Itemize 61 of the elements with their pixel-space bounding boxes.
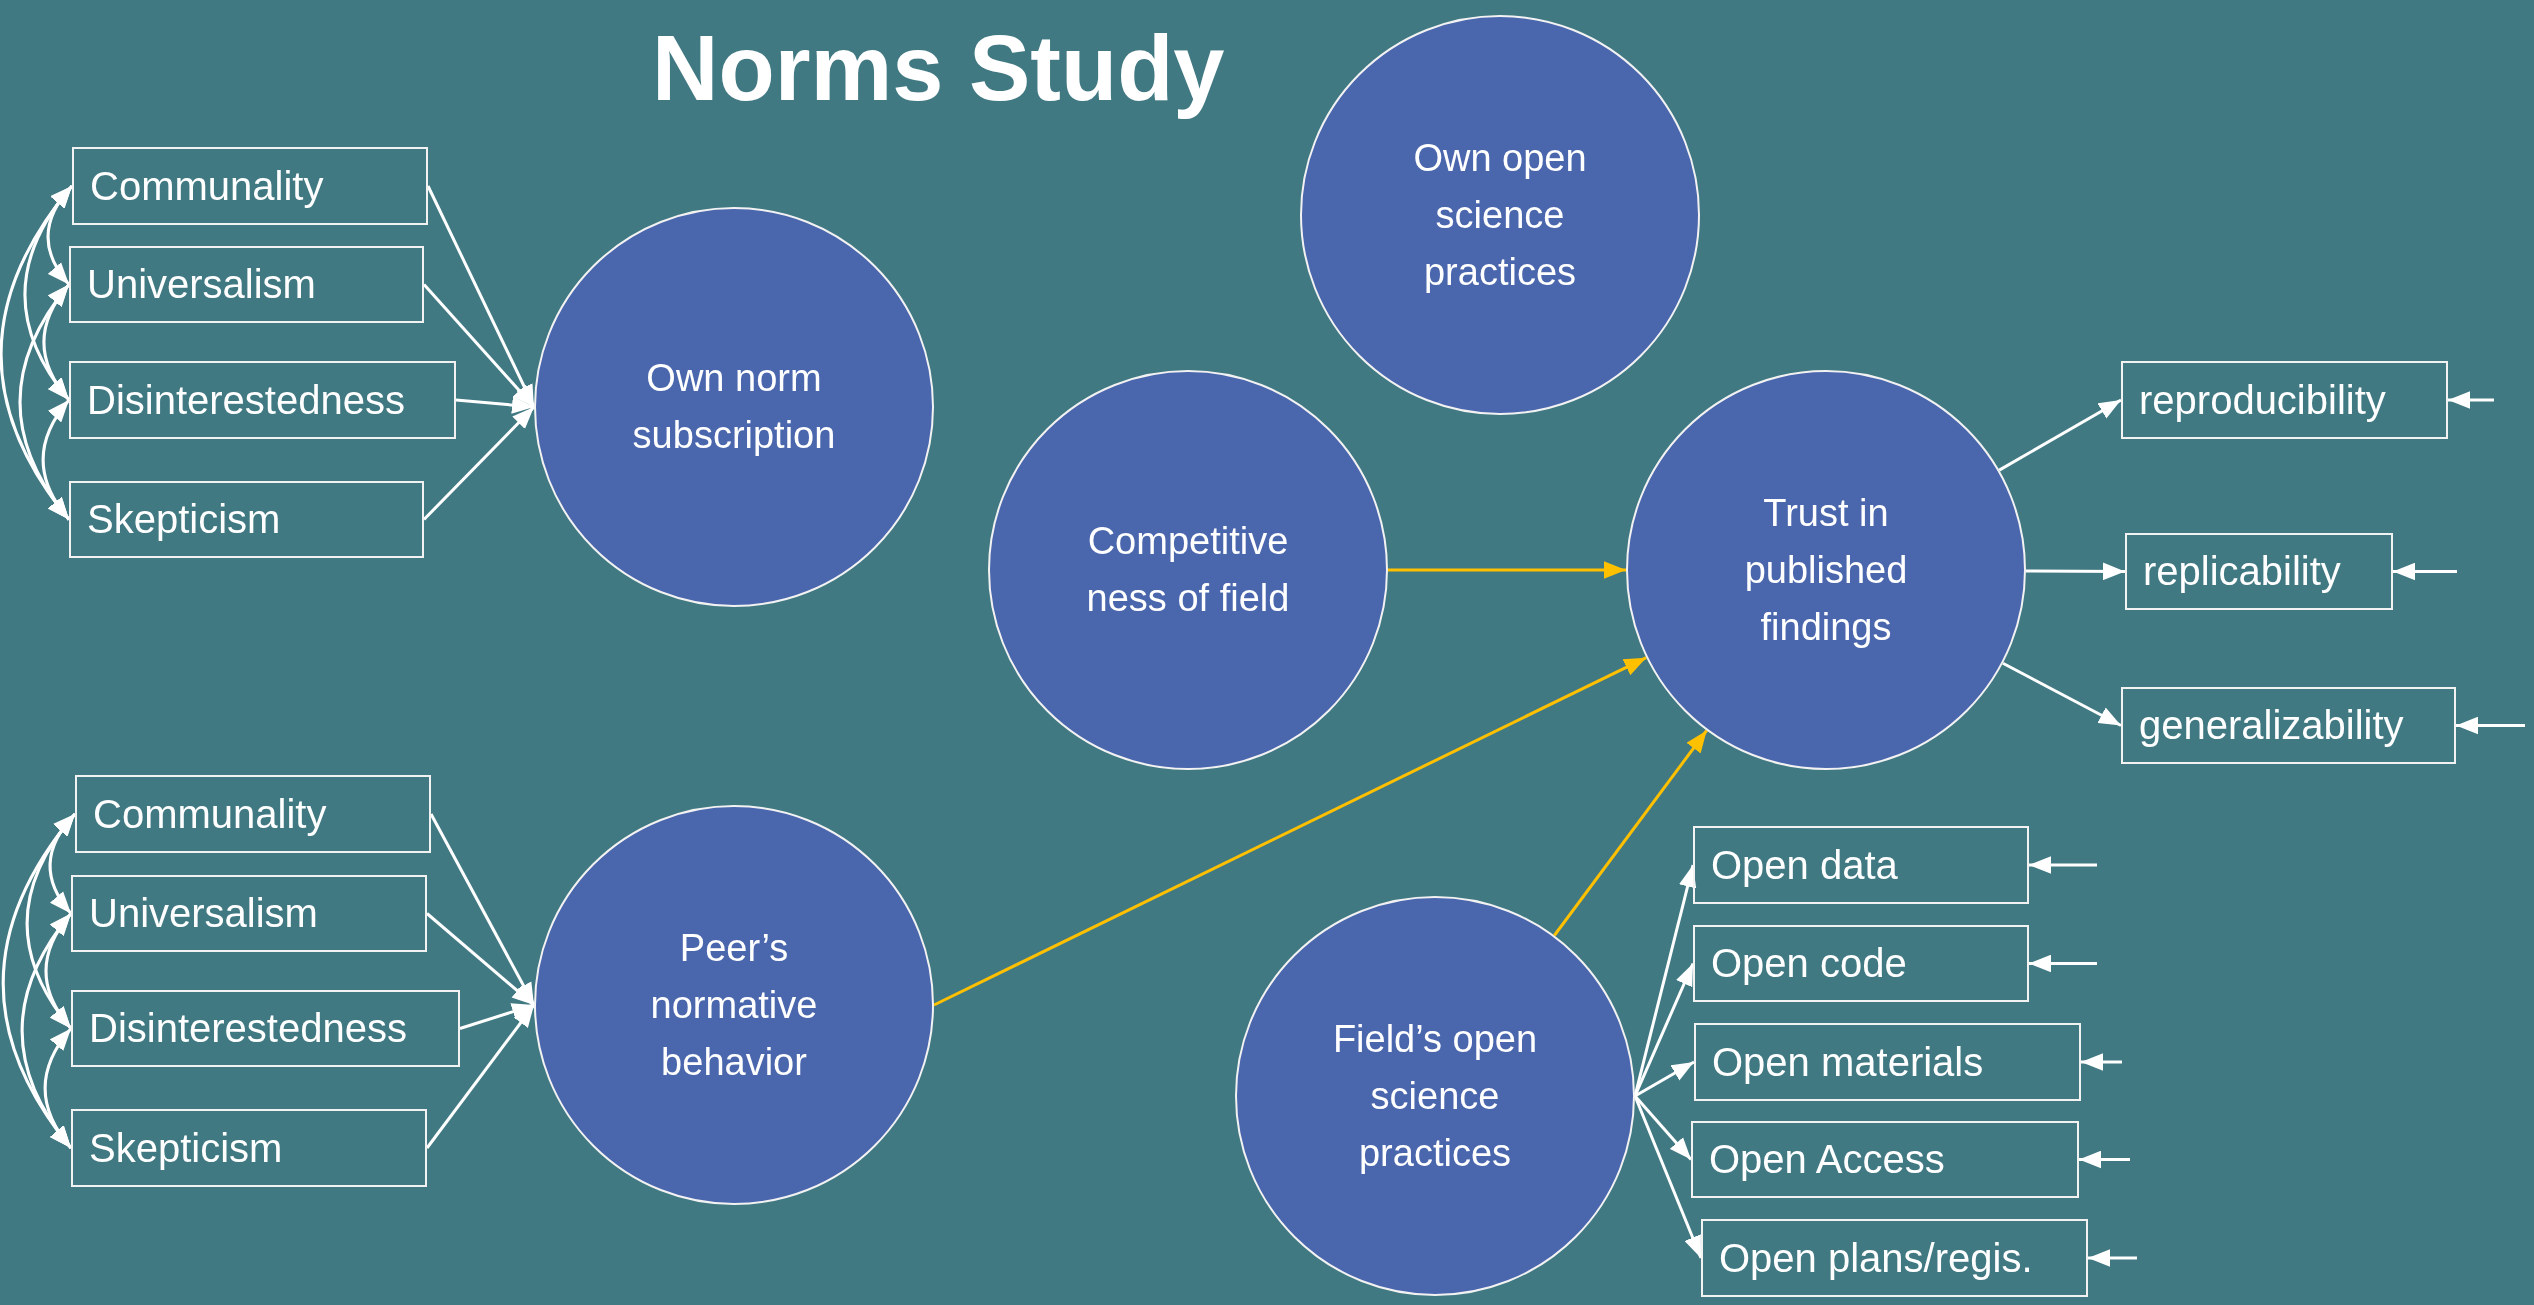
arrow bbox=[426, 912, 535, 1007]
indicator-box bbox=[2121, 361, 2448, 439]
free-arrow bbox=[2456, 716, 2525, 735]
indicator-box bbox=[1701, 1219, 2088, 1297]
indicator-box bbox=[71, 1109, 427, 1187]
indicator-label: Skepticism bbox=[89, 1125, 283, 1171]
indicator-box bbox=[1693, 925, 2029, 1002]
free-arrow bbox=[2448, 391, 2494, 409]
free-arrow bbox=[2029, 954, 2097, 973]
construct-label: Competitive ness of field bbox=[1085, 519, 1291, 621]
indicator-label: generalizability bbox=[2139, 703, 2404, 748]
indicator-label: Disinterestedness bbox=[89, 1006, 407, 1051]
construct-label: Own norm subscription bbox=[631, 356, 837, 458]
free-arrow bbox=[2029, 856, 2097, 874]
arrow bbox=[1634, 1060, 1695, 1098]
arrow bbox=[422, 405, 536, 521]
free-arrow bbox=[2088, 1249, 2137, 1267]
indicator-box bbox=[69, 246, 424, 323]
indicator-label: Open plans/regis. bbox=[1719, 1235, 2033, 1281]
double-arrow bbox=[43, 1027, 73, 1149]
indicator-box bbox=[2121, 687, 2456, 764]
indicator-label: Open code bbox=[1711, 941, 1907, 986]
arrow bbox=[2026, 562, 2125, 581]
indicator-box bbox=[71, 875, 427, 952]
construct-label: Field’s open science practices bbox=[1331, 1016, 1539, 1176]
indicator-box bbox=[1693, 826, 2029, 904]
indicator-box bbox=[1694, 1023, 2081, 1101]
construct-label: Own open science practices bbox=[1412, 135, 1588, 295]
title: Norms Study bbox=[652, 16, 1225, 121]
arrow bbox=[1388, 561, 1626, 579]
indicator-box bbox=[69, 481, 424, 558]
indicator-box bbox=[75, 775, 431, 853]
double-arrow bbox=[41, 399, 71, 521]
indicator-label: Universalism bbox=[89, 891, 318, 936]
indicator-label: Communality bbox=[90, 163, 324, 209]
indicator-box bbox=[72, 147, 428, 225]
indicator-label: Skepticism bbox=[87, 497, 281, 542]
arrow bbox=[1998, 398, 2122, 472]
indicator-label: Open materials bbox=[1712, 1039, 1984, 1085]
arrow bbox=[933, 656, 1647, 1007]
indicator-box bbox=[71, 990, 460, 1067]
indicator-box bbox=[1691, 1121, 2079, 1198]
arrow bbox=[1553, 729, 1708, 937]
arrow bbox=[459, 1003, 535, 1030]
indicator-label: Open data bbox=[1711, 842, 1898, 888]
free-arrow bbox=[2393, 562, 2457, 581]
arrow bbox=[425, 1004, 536, 1149]
free-arrow bbox=[2081, 1053, 2122, 1071]
arrow bbox=[2002, 661, 2122, 727]
indicator-label: Open Access bbox=[1709, 1137, 1945, 1182]
free-arrow bbox=[2079, 1150, 2130, 1169]
construct-label: Peer’s normative behavior bbox=[649, 925, 819, 1085]
arrow bbox=[455, 396, 535, 414]
indicator-box bbox=[2125, 533, 2393, 610]
indicator-label: replicability bbox=[2143, 549, 2341, 594]
construct-label: Trust in published findings bbox=[1743, 490, 1909, 650]
indicator-label: Universalism bbox=[87, 262, 316, 307]
indicator-box bbox=[69, 361, 456, 439]
indicator-label: reproducibility bbox=[2139, 377, 2386, 423]
indicator-label: Communality bbox=[93, 791, 327, 837]
indicator-label: Disinterestedness bbox=[87, 377, 405, 423]
